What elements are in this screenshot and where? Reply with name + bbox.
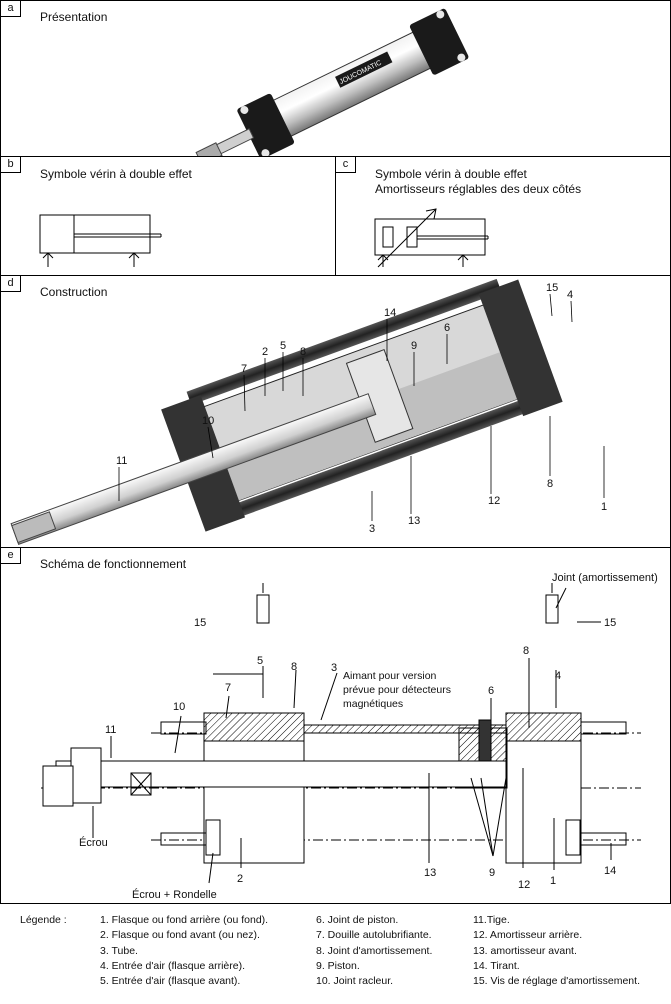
callout: 6 (488, 685, 494, 697)
panel-tag: b (0, 156, 21, 173)
callout: 1 (601, 501, 607, 513)
callout: 13 (424, 867, 436, 879)
callout: 11 (105, 724, 116, 736)
callout: 9 (411, 340, 417, 352)
callout: 8 (523, 645, 529, 657)
panel-title-line2: Amortisseurs réglables des deux côtés (375, 182, 582, 196)
callout: 13 (408, 515, 420, 527)
callout: 14 (384, 307, 396, 319)
callout: 2 (237, 873, 243, 885)
legend-item: 4. Entrée d'air (flasque arrière). (100, 960, 245, 972)
callout: 9 (489, 867, 495, 879)
legend-item: 8. Joint d'amortissement. (316, 945, 433, 957)
callout: 11 (116, 455, 127, 467)
panel-operation-schema: e Schéma de fonctionnement (0, 547, 671, 904)
callout: 8 (300, 346, 306, 358)
ecrou-label: Écrou (79, 836, 108, 849)
joint-label: Joint (amortissement) (552, 572, 658, 584)
panel-construction: d Construction 15 (0, 275, 671, 548)
legend-heading: Légende : (20, 914, 67, 926)
callout: 5 (257, 655, 263, 667)
callout: 6 (444, 322, 450, 334)
legend-item: 9. Piston. (316, 960, 360, 972)
legend-item: 7. Douille autolubrifiante. (316, 929, 432, 941)
schema-callouts: 15 15 5 8 3 6 8 4 10 7 11 2 13 9 12 1 14… (79, 572, 658, 901)
panel-symbol-double-acting: b Symbole vérin à double effet (0, 156, 336, 276)
callout: 12 (518, 879, 530, 891)
panel-title: Construction (40, 285, 108, 299)
magnet-note: Aimant pour version (343, 670, 437, 682)
panel-tag: a (0, 0, 21, 17)
callout: 4 (567, 289, 573, 301)
legend-item: 3. Tube. (100, 945, 138, 957)
legend-item: 15. Vis de réglage d'amortissement. (473, 975, 640, 987)
rear-cap (478, 279, 563, 417)
panel-title: Schéma de fonctionnement (40, 557, 187, 571)
callout: 10 (173, 701, 185, 713)
legend-item: 13. amortisseur avant. (473, 945, 577, 957)
callout: 10 (202, 415, 214, 427)
cylinder-photo: JOUCOMATIC (195, 8, 469, 166)
cushioned-symbol (374, 208, 489, 268)
callout: 3 (369, 523, 375, 535)
panel-tag: e (0, 547, 21, 564)
panel-title: Symbole vérin à double effet (40, 167, 192, 181)
legend-item: 5. Entrée d'air (flasque avant). (100, 975, 241, 987)
legend-item: 1. Flasque ou fond arrière (ou fond). (100, 914, 269, 926)
legend-item: 12. Amortisseur arrière. (473, 929, 583, 941)
magnet-note: prévue pour détecteurs (343, 684, 451, 696)
panel-presentation: a Présentation JOUCOMATIC (0, 0, 671, 166)
callout: 5 (280, 340, 286, 352)
callout: 7 (225, 682, 231, 694)
callout: 1 (550, 875, 556, 887)
panel-tag: c (335, 156, 356, 173)
callout: 7 (241, 363, 247, 375)
construction-cutaway: 15 4 14 6 9 2 5 8 7 10 11 12 8 1 3 13 (10, 278, 607, 546)
ecrou-rondelle-label: Écrou + Rondelle (132, 888, 217, 901)
panel-tag: d (0, 275, 21, 292)
tie-rod (228, 393, 544, 520)
callout: 14 (604, 865, 616, 877)
callout: 2 (262, 346, 268, 358)
construction-callouts: 15 4 14 6 9 2 5 8 7 10 11 12 8 1 3 13 (116, 282, 607, 535)
legend-item: 2. Flasque ou fond avant (ou nez). (100, 929, 260, 941)
callout: 15 (546, 282, 558, 294)
legend-item: 6. Joint de piston. (316, 914, 399, 926)
legend-item: 10. Joint racleur. (316, 975, 394, 987)
callout: 8 (547, 478, 553, 490)
callout: 15 (194, 617, 206, 629)
callout: 4 (555, 670, 561, 682)
callout: 15 (604, 617, 616, 629)
panel-title: Présentation (40, 10, 108, 24)
panel-title-line1: Symbole vérin à double effet (375, 167, 527, 181)
legend: Légende : 1. Flasque ou fond arrière (ou… (0, 903, 671, 1004)
callout: 3 (331, 662, 337, 674)
callout: 12 (488, 495, 500, 507)
panel-symbol-cushioned: c Symbole vérin à double effet Amortisse… (335, 156, 671, 276)
legend-item: 11.Tige. (473, 914, 510, 926)
legend-item: 14. Tirant. (473, 960, 520, 972)
double-acting-symbol (39, 214, 162, 267)
operation-schema-drawing: 15 15 5 8 3 6 8 4 10 7 11 2 13 9 12 1 14… (41, 572, 658, 901)
magnet-note: magnétiques (343, 698, 403, 710)
callout: 8 (291, 661, 297, 673)
